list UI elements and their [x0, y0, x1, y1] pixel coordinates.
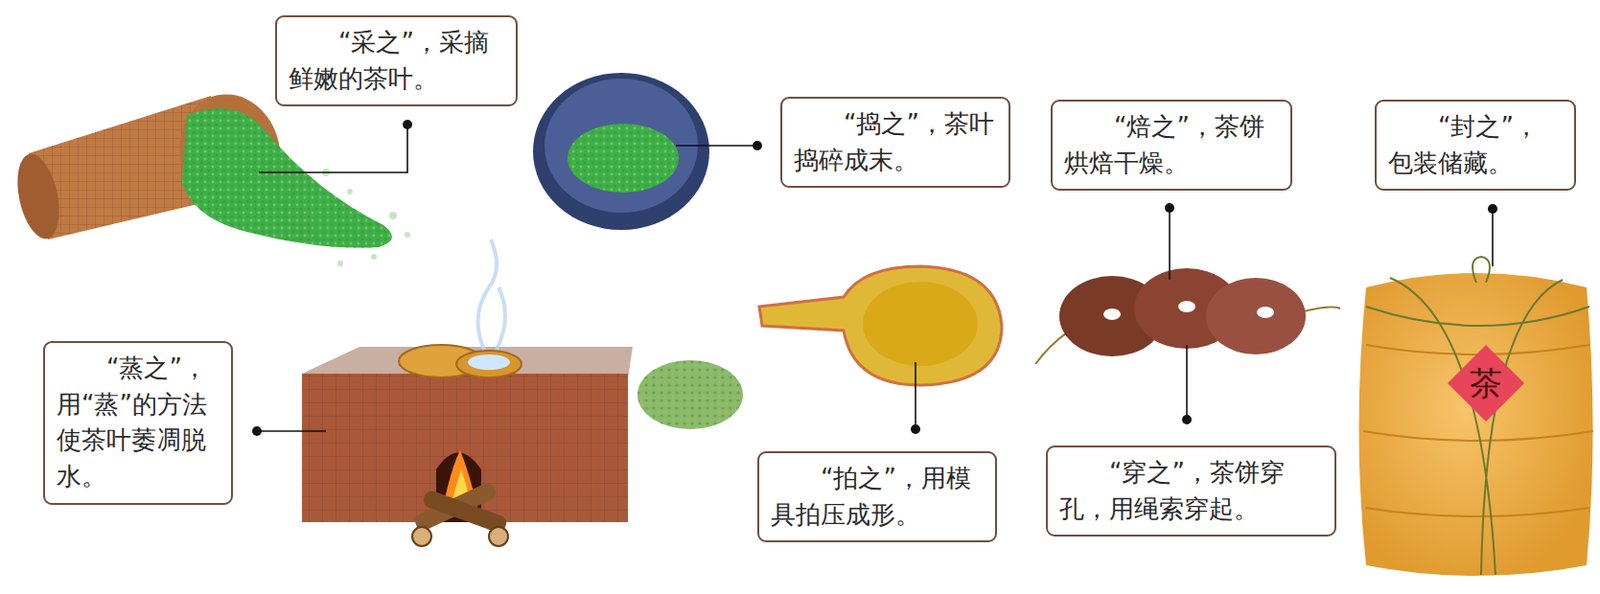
- steaming-stove: [301, 239, 633, 547]
- callout-text: “采之”，采摘鲜嫩的茶叶。: [288, 24, 505, 97]
- tea-cakes: [1035, 268, 1341, 365]
- callout-text: “封之”，包装储藏。: [1388, 109, 1563, 182]
- step-callout: “蒸之”，用“蒸”的方法使茶叶萎凋脱水。: [43, 341, 233, 506]
- firewood: [412, 481, 509, 547]
- step-callout: “焙之”，茶饼烘焙干燥。: [1050, 99, 1293, 191]
- callout-text: “拍之”，用模具拍压成形。: [770, 461, 984, 534]
- step-callout: “捣之”，茶叶捣碎成末。: [780, 96, 1011, 188]
- callout-text: “焙之”，茶饼烘焙干燥。: [1064, 109, 1279, 182]
- callout-text: “穿之”，茶饼穿孔，用绳索穿起。: [1059, 455, 1323, 528]
- callout-text: “捣之”，茶叶捣碎成末。: [793, 106, 998, 179]
- step-callout: “穿之”，茶饼穿孔，用绳索穿起。: [1045, 445, 1337, 537]
- press-mold: [637, 266, 1002, 430]
- step-callout: “封之”，包装储藏。: [1374, 99, 1577, 191]
- callout-text: “蒸之”，用“蒸”的方法使茶叶萎凋脱水。: [56, 350, 220, 496]
- step-callout: “拍之”，用模具拍压成形。: [757, 451, 998, 543]
- step-callout: “采之”，采摘鲜嫩的茶叶。: [275, 15, 518, 107]
- bamboo-basket: [10, 85, 411, 267]
- tea-package: [1359, 256, 1595, 577]
- package-label: 茶: [1469, 367, 1503, 400]
- mortar-bowl: [533, 72, 710, 231]
